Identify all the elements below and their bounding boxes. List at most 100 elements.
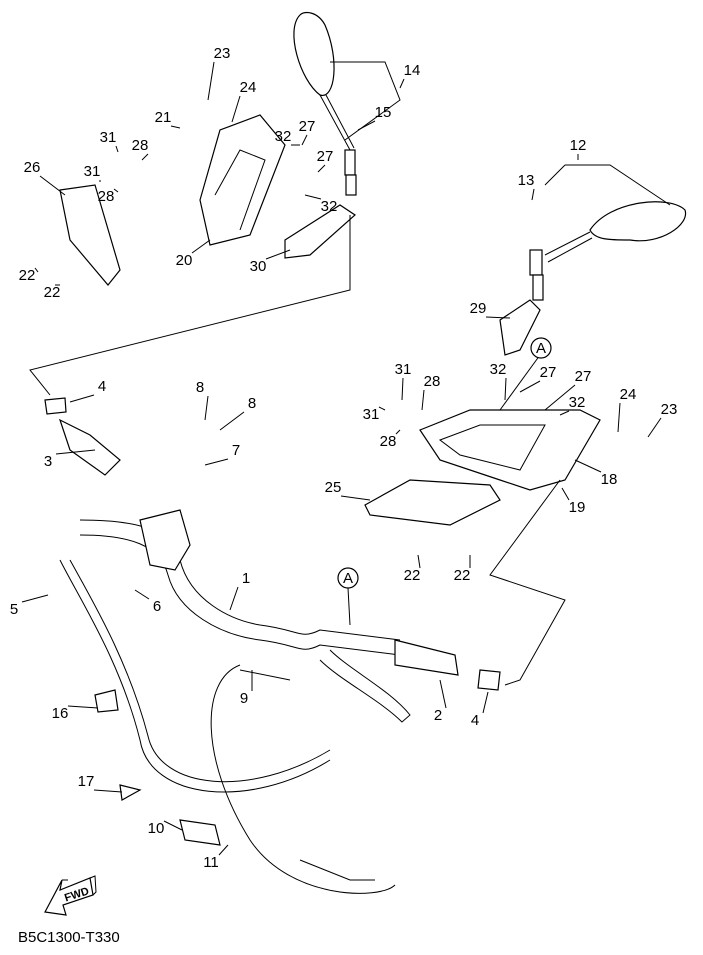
part-callout-30: 30 (250, 258, 267, 275)
part-callout-31: 31 (84, 163, 101, 180)
leader-line (485, 316, 511, 319)
part-callout-28: 28 (380, 433, 397, 450)
part-callout-2: 2 (434, 707, 442, 724)
leader-line (219, 411, 245, 431)
cables (59, 559, 396, 894)
leader-line (399, 78, 405, 89)
part-callout-32: 32 (490, 361, 507, 378)
leader-line (163, 820, 183, 831)
part-callout-5: 5 (10, 601, 18, 618)
part-callout-27: 27 (540, 364, 557, 381)
leader-line (559, 410, 570, 416)
right-mirror (529, 201, 687, 301)
leader-line (218, 844, 229, 856)
part-callout-23: 23 (214, 45, 231, 62)
leader-line (304, 194, 322, 200)
leader-line (504, 377, 507, 401)
leader-line (421, 389, 425, 411)
right-handguard (364, 299, 601, 526)
reference-marker-label: A (536, 340, 546, 357)
part-callout-22: 22 (454, 567, 471, 584)
part-callout-26: 26 (24, 159, 41, 176)
part-callout-9: 9 (240, 690, 248, 707)
leader-line (519, 380, 541, 393)
part-callout-22: 22 (19, 267, 36, 284)
part-callout-31: 31 (363, 406, 380, 423)
leader-line (191, 239, 211, 254)
part-callout-13: 13 (518, 172, 535, 189)
leader-line (170, 125, 181, 129)
leader-line (574, 459, 602, 473)
leader-line (617, 402, 621, 433)
part-callout-8: 8 (248, 395, 256, 412)
part-callout-11: 11 (203, 854, 219, 871)
part-callout-32: 32 (569, 394, 586, 411)
part-callout-14: 14 (404, 62, 421, 79)
leader-line (204, 395, 209, 421)
leader-line (531, 188, 535, 201)
part-callout-27: 27 (575, 368, 592, 385)
leader-line (544, 384, 576, 411)
leader-line (204, 458, 229, 466)
left-handguard (59, 114, 356, 286)
leader-line (113, 188, 119, 193)
leader-line (357, 120, 376, 131)
part-callout-28: 28 (424, 373, 441, 390)
part-callout-32: 32 (275, 128, 292, 145)
leader-line (55, 449, 96, 455)
part-callout-18: 18 (601, 471, 618, 488)
handlebar (44, 397, 501, 723)
leader-line (134, 589, 150, 600)
leader-line (439, 679, 447, 709)
part-callout-31: 31 (395, 361, 412, 378)
part-callout-25: 25 (325, 479, 342, 496)
leader-line (231, 95, 241, 123)
leader-line (482, 691, 489, 714)
part-callout-7: 7 (232, 442, 240, 459)
fwd-arrow-icon: FWD (44, 875, 97, 916)
part-callout-10: 10 (148, 820, 165, 837)
part-callout-24: 24 (620, 386, 637, 403)
leader-line (39, 175, 66, 196)
part-callout-6: 6 (153, 598, 161, 615)
part-callout-28: 28 (132, 137, 149, 154)
left-mirror (293, 11, 357, 196)
diagram-code: B5C1300-T330 (18, 929, 120, 946)
part-callout-27: 27 (317, 148, 334, 165)
part-callout-4: 4 (98, 378, 106, 395)
part-callout-24: 24 (240, 79, 257, 96)
part-callout-27: 27 (299, 118, 316, 135)
part-callout-4: 4 (471, 712, 479, 729)
part-callout-12: 12 (570, 137, 587, 154)
part-callout-22: 22 (44, 284, 61, 301)
part-callout-16: 16 (52, 705, 69, 722)
leader-line (229, 586, 239, 611)
leader-line (401, 377, 404, 401)
leader-line (67, 705, 99, 709)
leader-line (69, 394, 95, 403)
part-callout-20: 20 (176, 252, 193, 269)
part-callout-32: 32 (321, 198, 338, 215)
leader-line (265, 249, 291, 260)
leader-line (141, 153, 149, 161)
leader-line (301, 134, 308, 146)
leader-line (21, 594, 49, 603)
leader-line (34, 267, 39, 273)
part-callout-8: 8 (196, 379, 204, 396)
reference-marker-label: A (343, 570, 353, 587)
part-callout-15: 15 (375, 104, 392, 121)
part-callout-1: 1 (242, 570, 250, 587)
group-brackets (29, 61, 671, 686)
part-callout-31: 31 (100, 129, 117, 146)
leader-line (207, 61, 215, 101)
part-callout-21: 21 (155, 109, 172, 126)
part-callout-22: 22 (404, 567, 421, 584)
leader-line (93, 789, 123, 793)
part-callout-23: 23 (661, 401, 678, 418)
part-callout-29: 29 (470, 300, 487, 317)
leader-line (317, 164, 326, 173)
part-callout-28: 28 (98, 188, 115, 205)
part-callout-19: 19 (569, 499, 586, 516)
